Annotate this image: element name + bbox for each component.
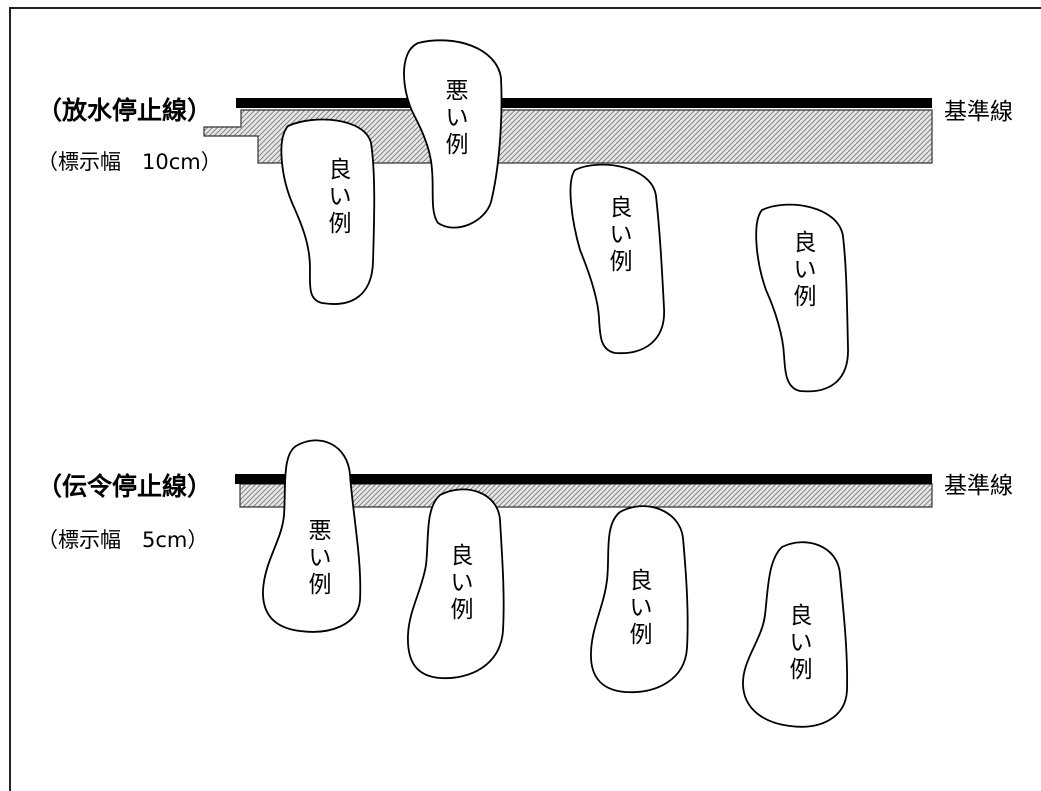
reference-line-label: 基準線 (944, 99, 1013, 125)
example-label-char: 例 (329, 211, 352, 237)
footprint-labels: 悪 い 例 良 い 例 良 い 例 良 い 例 悪 い 例 良 い 例 良 い … (309, 78, 817, 683)
good-example-footprint (407, 488, 505, 679)
water-stop-line-width-note: （標示幅 10cm） (37, 150, 222, 174)
example-label-char: 例 (630, 622, 653, 648)
diagram-frame (9, 7, 1041, 791)
good-example-footprint (742, 541, 849, 728)
example-label-char: い (610, 222, 633, 248)
good-example-footprint (280, 118, 376, 305)
example-label-char: 良 (794, 230, 817, 256)
reference-line (236, 98, 932, 108)
example-label-char: い (446, 105, 469, 131)
water-stop-line-title: （放水停止線） (37, 96, 213, 125)
water-stop-line (203, 98, 933, 164)
example-label-char: 例 (446, 132, 469, 158)
messenger-stop-line-width-note: （標示幅 5cm） (37, 528, 209, 552)
example-label-char: 例 (794, 284, 817, 310)
example-label-char: 良 (630, 568, 653, 594)
good-example-footprint (569, 163, 665, 354)
example-label-char: 例 (610, 249, 633, 275)
example-label-char: い (794, 257, 817, 283)
bad-example-footprint (403, 39, 503, 229)
reference-line-label: 基準線 (944, 473, 1013, 499)
example-label-char: 良 (329, 157, 352, 183)
example-label-char: い (309, 545, 332, 571)
example-label-char: 悪 (446, 78, 469, 104)
messenger-stop-line-title: （伝令停止線） (37, 472, 213, 501)
example-label-char: 良 (610, 195, 633, 221)
example-label-char: い (790, 630, 813, 656)
example-label-char: 例 (451, 597, 474, 623)
bad-example-footprint (262, 439, 362, 633)
reference-line (235, 474, 932, 484)
good-example-footprint (590, 505, 689, 694)
good-example-footprint (755, 203, 849, 393)
example-label-char: い (630, 595, 653, 621)
example-label-char: 良 (451, 543, 474, 569)
example-label-char: 悪 (309, 518, 332, 544)
example-label-char: 良 (790, 603, 813, 629)
messenger-stop-line (235, 474, 933, 508)
example-label-char: い (329, 184, 352, 210)
example-label-char: い (451, 570, 474, 596)
stop-line-marking-10cm (203, 109, 933, 164)
example-label-char: 例 (309, 572, 332, 598)
example-label-char: 例 (790, 657, 813, 683)
